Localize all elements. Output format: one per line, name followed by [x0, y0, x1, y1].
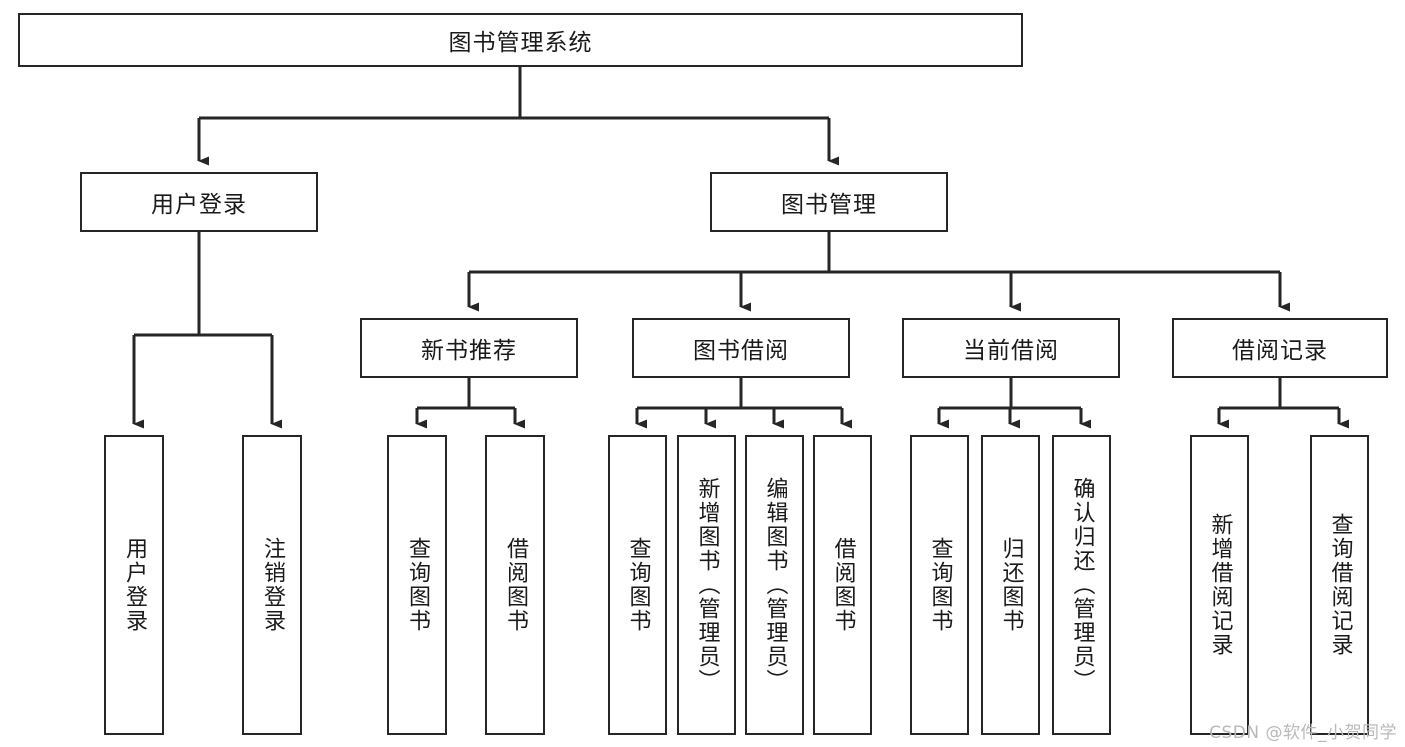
node-leaf-0[interactable]: 用户登录 [104, 435, 164, 735]
node-leaf-3-label: 借阅图书 [502, 537, 528, 633]
node-leaf-12-label: 查询借阅记录 [1327, 513, 1353, 657]
node-leaf-7[interactable]: 借阅图书 [813, 435, 872, 735]
node-leaf-1[interactable]: 注销登录 [242, 435, 302, 735]
node-level3-1[interactable]: 图书借阅 [632, 318, 850, 378]
node-level2-0-label: 用户登录 [151, 192, 247, 218]
node-leaf-7-label: 借阅图书 [830, 537, 856, 633]
node-level2-0[interactable]: 用户登录 [80, 172, 318, 232]
node-level3-2-label: 当前借阅 [963, 338, 1059, 364]
node-leaf-2[interactable]: 查询图书 [387, 435, 447, 735]
node-leaf-9-label: 归还图书 [998, 537, 1024, 633]
watermark-text: CSDN @软件_小贺同学 [1209, 723, 1397, 743]
node-leaf-10[interactable]: 确认归还（管理员） [1052, 435, 1111, 735]
node-leaf-4[interactable]: 查询图书 [608, 435, 667, 735]
node-leaf-8[interactable]: 查询图书 [910, 435, 969, 735]
node-root-label: 图书管理系统 [448, 30, 593, 56]
node-level3-1-label: 图书借阅 [693, 338, 789, 364]
node-level3-3-label: 借阅记录 [1232, 338, 1328, 364]
node-leaf-3[interactable]: 借阅图书 [485, 435, 545, 735]
node-level3-3[interactable]: 借阅记录 [1172, 318, 1388, 378]
node-leaf-0-label: 用户登录 [121, 537, 147, 633]
node-leaf-6[interactable]: 编辑图书（管理员） [745, 435, 804, 735]
node-level3-0[interactable]: 新书推荐 [360, 318, 578, 378]
node-leaf-5[interactable]: 新增图书（管理员） [677, 435, 736, 735]
node-leaf-9[interactable]: 归还图书 [981, 435, 1040, 735]
node-level3-2[interactable]: 当前借阅 [902, 318, 1120, 378]
node-level3-0-label: 新书推荐 [421, 338, 517, 364]
node-level2-1[interactable]: 图书管理 [710, 172, 948, 232]
node-leaf-11[interactable]: 新增借阅记录 [1190, 435, 1249, 735]
connector-paths [132, 67, 1349, 429]
node-leaf-4-label: 查询图书 [625, 537, 651, 633]
node-level2-1-label: 图书管理 [781, 192, 877, 218]
node-leaf-6-label: 编辑图书（管理员） [762, 477, 788, 693]
node-root[interactable]: 图书管理系统 [18, 13, 1023, 67]
node-leaf-1-label: 注销登录 [259, 537, 285, 633]
node-leaf-12[interactable]: 查询借阅记录 [1310, 435, 1369, 735]
node-leaf-5-label: 新增图书（管理员） [694, 477, 720, 693]
node-leaf-8-label: 查询图书 [927, 537, 953, 633]
node-leaf-2-label: 查询图书 [404, 537, 430, 633]
node-leaf-11-label: 新增借阅记录 [1207, 513, 1233, 657]
node-leaf-10-label: 确认归还（管理员） [1069, 477, 1095, 693]
